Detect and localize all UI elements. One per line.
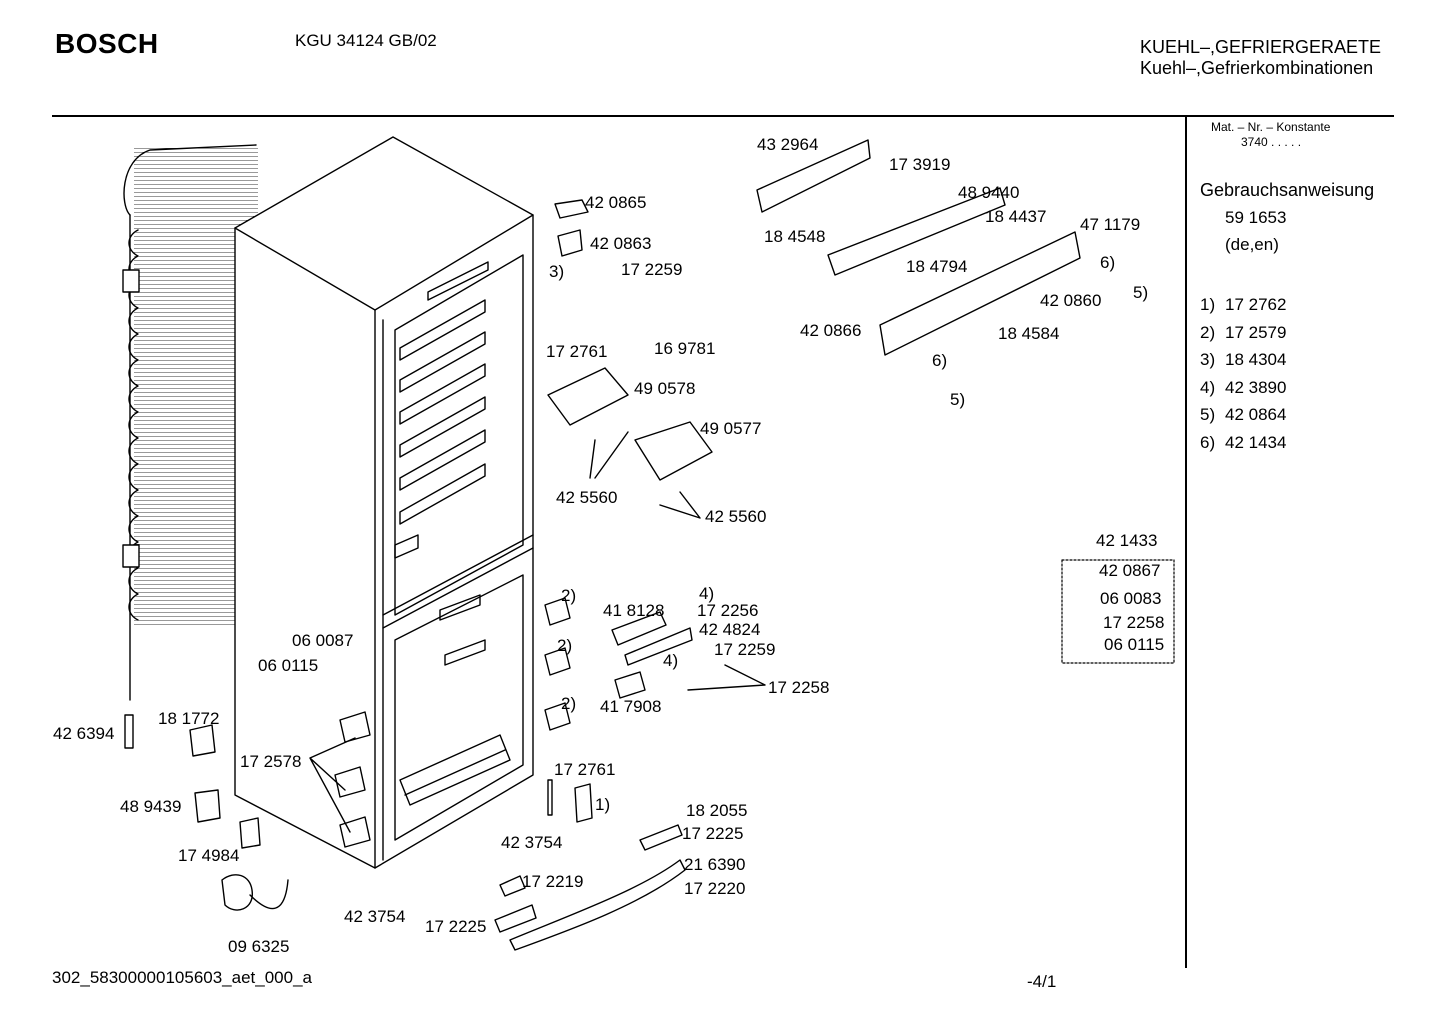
- header-divider: [52, 115, 1394, 117]
- reference-key: 1): [1200, 295, 1216, 314]
- part-label: 17 2225: [682, 824, 743, 843]
- part-label: 18 4584: [998, 324, 1059, 343]
- part-label: 21 6390: [684, 855, 745, 874]
- part-label: 41 8128: [603, 601, 664, 620]
- category-title: KUEHL–,GEFRIERGERAETE: [1140, 37, 1382, 57]
- part-label: 42 5560: [556, 488, 617, 507]
- part-label: 42 3754: [501, 833, 562, 852]
- part-label: 06 0115: [258, 656, 318, 675]
- part-label: 42 1433: [1096, 531, 1157, 550]
- part-label: 42 0860: [1040, 291, 1101, 310]
- part-label: 42 3754: [344, 907, 405, 926]
- drawing-code: 302_58300000105603_aet_000_a: [52, 968, 312, 987]
- part-label: 4): [699, 584, 714, 603]
- part-label: 6): [1100, 253, 1115, 272]
- reference-key: 2): [1200, 322, 1216, 342]
- kit-item-label: 06 0115: [1104, 635, 1164, 654]
- manual-languages: (de,en): [1225, 235, 1279, 254]
- part-label: 1): [595, 795, 610, 814]
- reference-row: 6) 42 1434: [1200, 429, 1286, 457]
- kit-item-label: 06 0083: [1100, 589, 1161, 608]
- part-label: 47 1179: [1080, 215, 1140, 234]
- material-number-value: 3740 . . . . .: [1241, 135, 1302, 149]
- manual-title: Gebrauchsanweisung: [1200, 180, 1375, 200]
- reference-list: 1)17 2762 2)17 2579 3)18 4304 4)42 3890 …: [1200, 291, 1286, 457]
- part-label: 17 2761: [554, 760, 615, 779]
- reference-key: 4): [1200, 377, 1216, 397]
- part-label: 5): [950, 390, 965, 409]
- part-label: 17 2258: [768, 678, 829, 697]
- reference-part: 18 4304: [1225, 350, 1287, 370]
- part-label: 17 2225: [425, 917, 486, 936]
- reference-row: 5) 42 0864: [1200, 401, 1286, 429]
- part-label: 42 4824: [699, 620, 760, 639]
- part-label: 16 9781: [654, 339, 715, 358]
- part-label: 2): [561, 586, 576, 605]
- brand-logo: BOSCH: [55, 28, 159, 59]
- part-label: 5): [1133, 283, 1148, 302]
- part-label: 41 7908: [600, 697, 661, 716]
- part-label: 17 2256: [697, 601, 758, 620]
- reference-part: 42 0864: [1225, 405, 1287, 425]
- part-label: 4): [663, 651, 678, 670]
- reference-part: 17 2579: [1225, 322, 1287, 342]
- part-label: 17 2259: [714, 640, 775, 659]
- part-label: 43 2964: [757, 135, 818, 154]
- part-label: 18 1772: [158, 709, 219, 728]
- part-label: 42 0866: [800, 321, 861, 340]
- part-label: 6): [932, 351, 947, 370]
- part-label: 42 5560: [705, 507, 766, 526]
- reference-key: 3): [1200, 350, 1216, 370]
- part-label: 42 0863: [590, 234, 651, 253]
- part-label: 48 9439: [120, 797, 181, 816]
- part-label: 2): [557, 636, 572, 655]
- part-label: 17 2220: [684, 879, 745, 898]
- reference-row: 2) 17 2579: [1200, 319, 1286, 347]
- part-label: 18 2055: [686, 801, 747, 820]
- part-label: 06 0087: [292, 631, 353, 650]
- part-label: 49 0577: [700, 419, 761, 438]
- reference-part: 17 2762: [1225, 295, 1287, 314]
- reference-row: 3) 18 4304: [1200, 346, 1286, 374]
- kit-item-label: 42 0867: [1099, 561, 1160, 580]
- reference-row: 4) 42 3890: [1200, 374, 1286, 402]
- reference-key: 5): [1200, 405, 1216, 425]
- part-label: 09 6325: [228, 937, 289, 956]
- manual-number: 59 1653: [1225, 208, 1287, 227]
- sidebar-divider: [1185, 116, 1187, 968]
- part-label: 17 4984: [178, 846, 239, 865]
- part-label: 18 4548: [764, 227, 825, 246]
- reference-key: 6): [1200, 432, 1216, 452]
- kit-item-label: 17 2258: [1103, 613, 1164, 632]
- part-label: 18 4794: [906, 257, 967, 276]
- part-label: 17 2219: [522, 872, 583, 891]
- part-label: 17 2578: [240, 752, 301, 771]
- reference-part: 42 1434: [1225, 432, 1287, 452]
- part-label: 42 6394: [53, 724, 114, 743]
- material-number-label: Mat. – Nr. – Konstante: [1211, 120, 1331, 134]
- part-label: 2): [561, 694, 576, 713]
- part-label: 48 9440: [958, 183, 1019, 202]
- reference-part: 42 3890: [1225, 377, 1287, 397]
- part-label: 17 2761: [546, 342, 607, 361]
- category-subtitle: Kuehl–,Gefrierkombinationen: [1140, 58, 1374, 78]
- part-label: 42 0865: [585, 193, 646, 212]
- part-labels: 42 0865 42 0863 3) 17 2259 17 2761 16 97…: [53, 135, 1164, 956]
- reference-row: 1) 17 2762: [1200, 291, 1286, 319]
- model-number: KGU 34124 GB/02: [295, 31, 437, 50]
- part-label: 3): [549, 262, 564, 281]
- part-label: 49 0578: [634, 379, 695, 398]
- part-label: 17 2259: [621, 260, 682, 279]
- part-label: 17 3919: [889, 155, 950, 174]
- fridge-cabinet: [234, 136, 534, 869]
- part-label: 18 4437: [985, 207, 1046, 226]
- page-number: -4/1: [1027, 972, 1057, 991]
